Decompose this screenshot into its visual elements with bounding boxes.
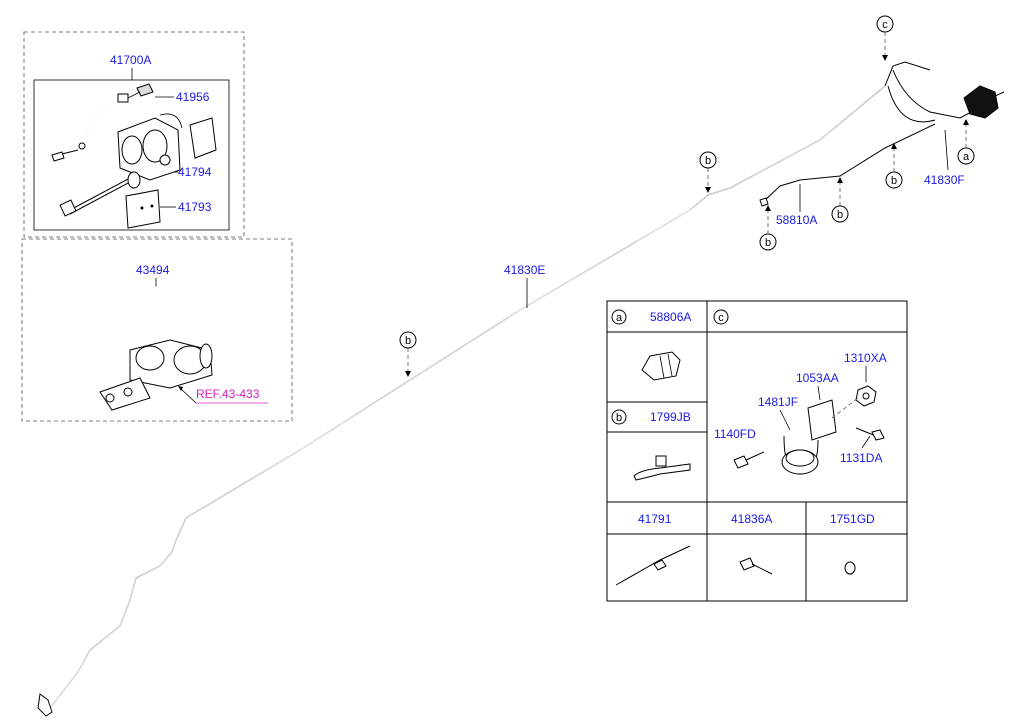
parts-table-frame bbox=[606, 300, 908, 602]
bolt-1131DA bbox=[871, 429, 885, 441]
svg-text:b: b bbox=[765, 237, 771, 249]
label-43494[interactable]: 43494 bbox=[136, 263, 170, 277]
svg-text:b: b bbox=[891, 175, 897, 187]
table-cell-1751GD[interactable]: 1751GD bbox=[830, 512, 875, 575]
label-1481JF: 1481JF bbox=[758, 395, 798, 409]
table-cell-41791[interactable]: 41791 bbox=[615, 512, 691, 586]
marker-b-4[interactable]: b bbox=[759, 205, 777, 251]
master-cylinder-group: 41700A 41956 41794 41793 bbox=[23, 31, 245, 238]
hose-43494 bbox=[29, 283, 225, 346]
svg-text:b: b bbox=[837, 209, 843, 221]
svg-text:a: a bbox=[963, 151, 970, 163]
table-cell-b[interactable]: b 1799JB bbox=[611, 409, 691, 481]
clutch-tube-41830E: 41830E bbox=[37, 85, 886, 717]
cable-tie-icon bbox=[633, 463, 691, 481]
table-cell-a[interactable]: a 58806A bbox=[611, 309, 691, 381]
bolt-41836A-icon bbox=[739, 557, 755, 571]
label-41793[interactable]: 41793 bbox=[178, 200, 212, 214]
label-41830E[interactable]: 41830E bbox=[504, 263, 545, 277]
label-1799JB: 1799JB bbox=[650, 410, 691, 424]
reservoir-hose bbox=[85, 99, 119, 141]
label-41830F[interactable]: 41830F bbox=[924, 173, 965, 187]
bolt bbox=[51, 151, 65, 162]
marker-b-1[interactable]: b bbox=[699, 151, 717, 193]
svg-text:a: a bbox=[616, 312, 623, 324]
master-cylinder-inner-frame bbox=[33, 79, 230, 231]
label-41956[interactable]: 41956 bbox=[176, 90, 210, 104]
marker-b-3[interactable]: b bbox=[831, 177, 849, 223]
fitting-41956 bbox=[136, 83, 154, 97]
svg-text:c: c bbox=[718, 312, 724, 324]
label-58806A: 58806A bbox=[650, 310, 691, 324]
connector-58806A bbox=[963, 85, 999, 119]
label-1310XA: 1310XA bbox=[844, 351, 887, 365]
label-41791: 41791 bbox=[638, 512, 672, 526]
connector-58806A-icon bbox=[641, 351, 681, 381]
parts-table: a 58806A b 1799JB c 1310XA 1053AA 1481JF… bbox=[606, 300, 908, 602]
label-1140FD: 1140FD bbox=[714, 427, 756, 441]
svg-text:b: b bbox=[616, 412, 622, 424]
svg-text:b: b bbox=[405, 335, 411, 347]
bracket-1053AA bbox=[807, 399, 837, 441]
tube-end-fitting bbox=[37, 693, 53, 717]
label-58810A[interactable]: 58810A bbox=[776, 213, 817, 227]
marker-b-2[interactable]: b bbox=[885, 143, 903, 189]
label-1131DA: 1131DA bbox=[840, 451, 882, 465]
master-cylinder-dashed-frame bbox=[23, 31, 245, 238]
label-1751GD: 1751GD bbox=[830, 512, 875, 526]
marker-b-5[interactable]: b bbox=[399, 331, 417, 377]
label-41836A: 41836A bbox=[731, 512, 772, 526]
ref-43-433[interactable]: REF.43-433 bbox=[196, 387, 260, 401]
label-1053AA: 1053AA bbox=[796, 371, 839, 385]
clutch-tube-41830F: 41830F 58810A bbox=[759, 61, 1005, 227]
table-cell-41836A[interactable]: 41836A bbox=[731, 512, 772, 575]
oring-1751GD-icon bbox=[844, 561, 856, 575]
hose-58810A bbox=[761, 123, 936, 204]
hose-clamp bbox=[117, 93, 129, 103]
slave-cylinder-dashed-frame bbox=[21, 238, 293, 422]
marker-a-top[interactable]: a bbox=[957, 119, 975, 165]
svg-text:b: b bbox=[705, 155, 711, 167]
slave-cylinder-group: 43494 REF.43-433 bbox=[21, 238, 293, 422]
label-41700A[interactable]: 41700A bbox=[110, 53, 151, 67]
table-cell-c[interactable]: c 1310XA 1053AA 1481JF 1140FD 1131DA bbox=[713, 309, 887, 475]
callout-markers: c a b b b b bbox=[399, 15, 975, 377]
label-41794[interactable]: 41794 bbox=[178, 165, 212, 179]
svg-text:c: c bbox=[882, 19, 888, 31]
bracket-41794 bbox=[189, 117, 217, 159]
marker-c-top[interactable]: c bbox=[876, 15, 894, 61]
bolt-1140FD bbox=[733, 455, 749, 469]
grommet-41791-icon bbox=[615, 545, 691, 586]
